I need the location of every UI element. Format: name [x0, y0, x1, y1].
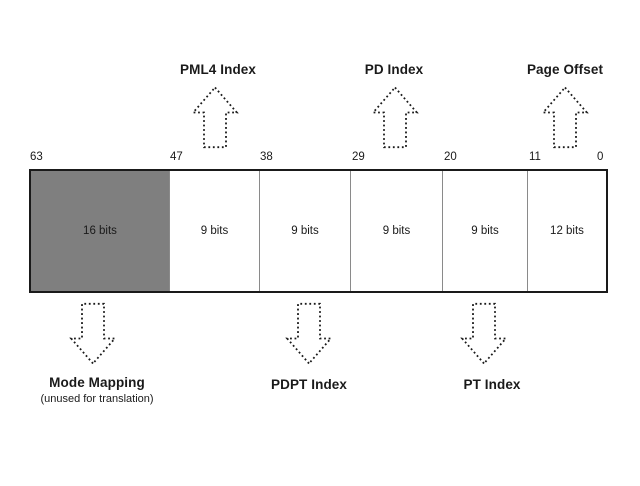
segment-label: 16 bits	[83, 225, 117, 237]
segment-page-offset: 12 bits	[528, 171, 606, 291]
pt-index-label: PT Index	[463, 377, 521, 392]
segment-label: 9 bits	[291, 225, 319, 237]
pt-down-arrow-icon	[460, 302, 508, 365]
page-offset-label: Page Offset	[526, 62, 604, 77]
bit-label-63: 63	[30, 151, 43, 163]
pml4-up-arrow-icon	[191, 86, 239, 149]
pml4-index-label: PML4 Index	[179, 62, 257, 77]
mode-mapping-down-arrow-icon	[69, 302, 117, 365]
segment-label: 9 bits	[471, 225, 499, 237]
segment-label: 9 bits	[382, 225, 411, 237]
segment-pt-index: 9 bits	[443, 171, 528, 291]
bit-label-20: 20	[444, 151, 457, 163]
segment-mode-bits: 16 bits	[31, 171, 170, 291]
segment-pdpt-index: 9 bits	[260, 171, 351, 291]
address-bar: 16 bits 9 bits 9 bits 9 bits 9 bits 12 b…	[29, 169, 608, 293]
bit-label-38: 38	[260, 151, 273, 163]
bit-label-0: 0	[597, 151, 604, 163]
bit-label-11: 11	[529, 151, 541, 163]
pd-index-label: PD Index	[364, 62, 424, 77]
segment-label: 9 bits	[200, 225, 229, 237]
pdpt-index-label: PDPT Index	[270, 377, 348, 392]
segment-pml4-index: 9 bits	[170, 171, 260, 291]
bit-label-29: 29	[352, 151, 365, 163]
mode-mapping-sublabel: (unused for translation)	[40, 393, 154, 405]
pdpt-down-arrow-icon	[285, 302, 333, 365]
segment-pd-index: 9 bits	[351, 171, 443, 291]
segment-label: 12 bits	[550, 225, 584, 237]
bit-label-47: 47	[170, 151, 183, 163]
pd-up-arrow-icon	[371, 86, 419, 149]
mode-mapping-label: Mode Mapping	[49, 375, 145, 390]
page-offset-up-arrow-icon	[541, 86, 589, 149]
